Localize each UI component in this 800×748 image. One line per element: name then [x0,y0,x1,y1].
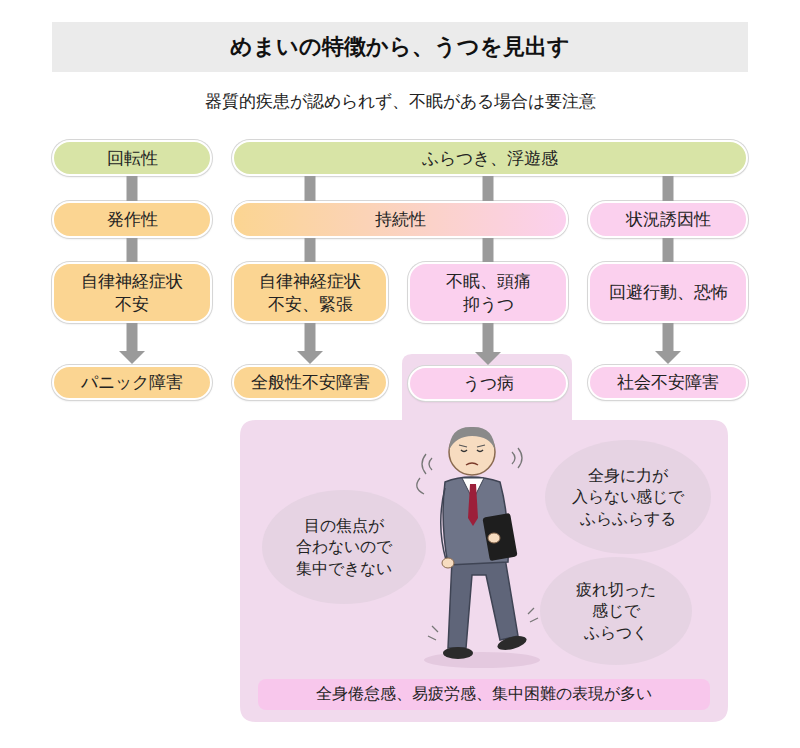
flow-connector [668,176,669,201]
shoe [443,647,473,659]
flow-connector [119,323,145,364]
flow-connector [132,176,133,201]
connector-shaft [663,176,674,201]
diagnosis-box: 全般性不安障害 [232,365,388,400]
title: めまいの特徴から、うつを見出す [230,32,570,62]
node-text: パニック障害 [81,371,183,393]
subtitle-note: 器質的疾患が認められず、不眠がある場合は要注意 [205,90,596,113]
connector-shaft [663,323,674,351]
dizziness-type-box: ふらつき、浮遊感 [232,140,748,176]
symptom-box: 自律神経症状 不安 [52,262,212,323]
connector-shaft [305,238,316,262]
complaint-bubble: 疲れ切った 感じで ふらつく [540,557,692,665]
onset-box: 持続性 [232,201,568,238]
diagnosis-box: うつ病 [408,366,568,401]
node-text: 全身に力が 入らない感じで ふらふらする [572,465,684,530]
symptom-box: 自律神経症状 不安、緊張 [232,262,388,323]
dizziness-type-box: 回転性 [52,140,212,176]
symptom-box: 回避行動、恐怖 [588,262,748,323]
onset-box: 状況誘因性 [588,201,748,238]
node-text: 状況誘因性 [626,208,711,230]
panel-shape [240,354,728,722]
connector-shaft [127,238,138,262]
complaint-bubble: 目の焦点が 合わないので 集中できない [262,490,426,604]
connector-shaft [305,323,316,351]
connector-shaft [305,176,316,201]
title-band: めまいの特徴から、うつを見出す [52,22,748,72]
onset-box: 発作性 [52,201,212,238]
connector-shaft [483,176,494,201]
flow-connector [488,176,489,201]
node-text: 目の焦点が 合わないので 集中できない [296,515,392,580]
mouth [466,463,478,465]
brows [459,445,485,447]
node-text: ふらつき、浮遊感 [422,147,558,169]
diagnosis-box: パニック障害 [52,365,212,400]
flow-connector [297,323,323,364]
arrowhead [297,351,323,364]
flow-connector [655,323,681,364]
connector-shaft [127,323,138,351]
flow-connector [668,238,669,262]
arrowhead [119,351,145,364]
connector-shaft [483,323,494,352]
flow-connector [132,238,133,262]
node-text: 回転性 [107,147,158,169]
node-text: 疲れ切った 感じで ふらつく [576,579,656,644]
node-text: 発作性 [107,208,158,230]
symptom-box: 不眠、頭痛 抑うつ [408,262,568,323]
node-text: 回避行動、恐怖 [609,281,728,303]
arrowhead [655,351,681,364]
subtitle-row: 器質的疾患が認められず、不眠がある場合は要注意 [0,90,800,113]
hand [488,533,500,543]
node-text: 自律神経症状 不安 [81,270,183,314]
node-text: 自律神経症状 不安、緊張 [259,270,361,314]
hand [442,558,454,568]
node-text: うつ病 [463,372,514,394]
diagnosis-box: 社会不安障害 [588,365,748,400]
flow-connector [310,176,311,201]
flow-connector [488,238,489,262]
node-text: 不眠、頭痛 抑うつ [446,270,531,314]
connector-shaft [127,176,138,201]
eyes [461,450,483,452]
node-text: 社会不安障害 [617,371,719,393]
ground-shadow [424,652,540,668]
connector-shaft [483,238,494,262]
node-text: 全身倦怠感、易疲労感、集中困難の表現が多い [316,684,652,705]
tie [468,484,478,526]
node-text: 全般性不安障害 [251,371,370,393]
summary-band: 全身倦怠感、易疲労感、集中困難の表現が多い [258,679,710,710]
flow-connector [310,238,311,262]
complaint-bubble: 全身に力が 入らない感じで ふらふらする [545,440,711,554]
connector-shaft [663,238,674,262]
node-text: 持続性 [375,208,426,230]
